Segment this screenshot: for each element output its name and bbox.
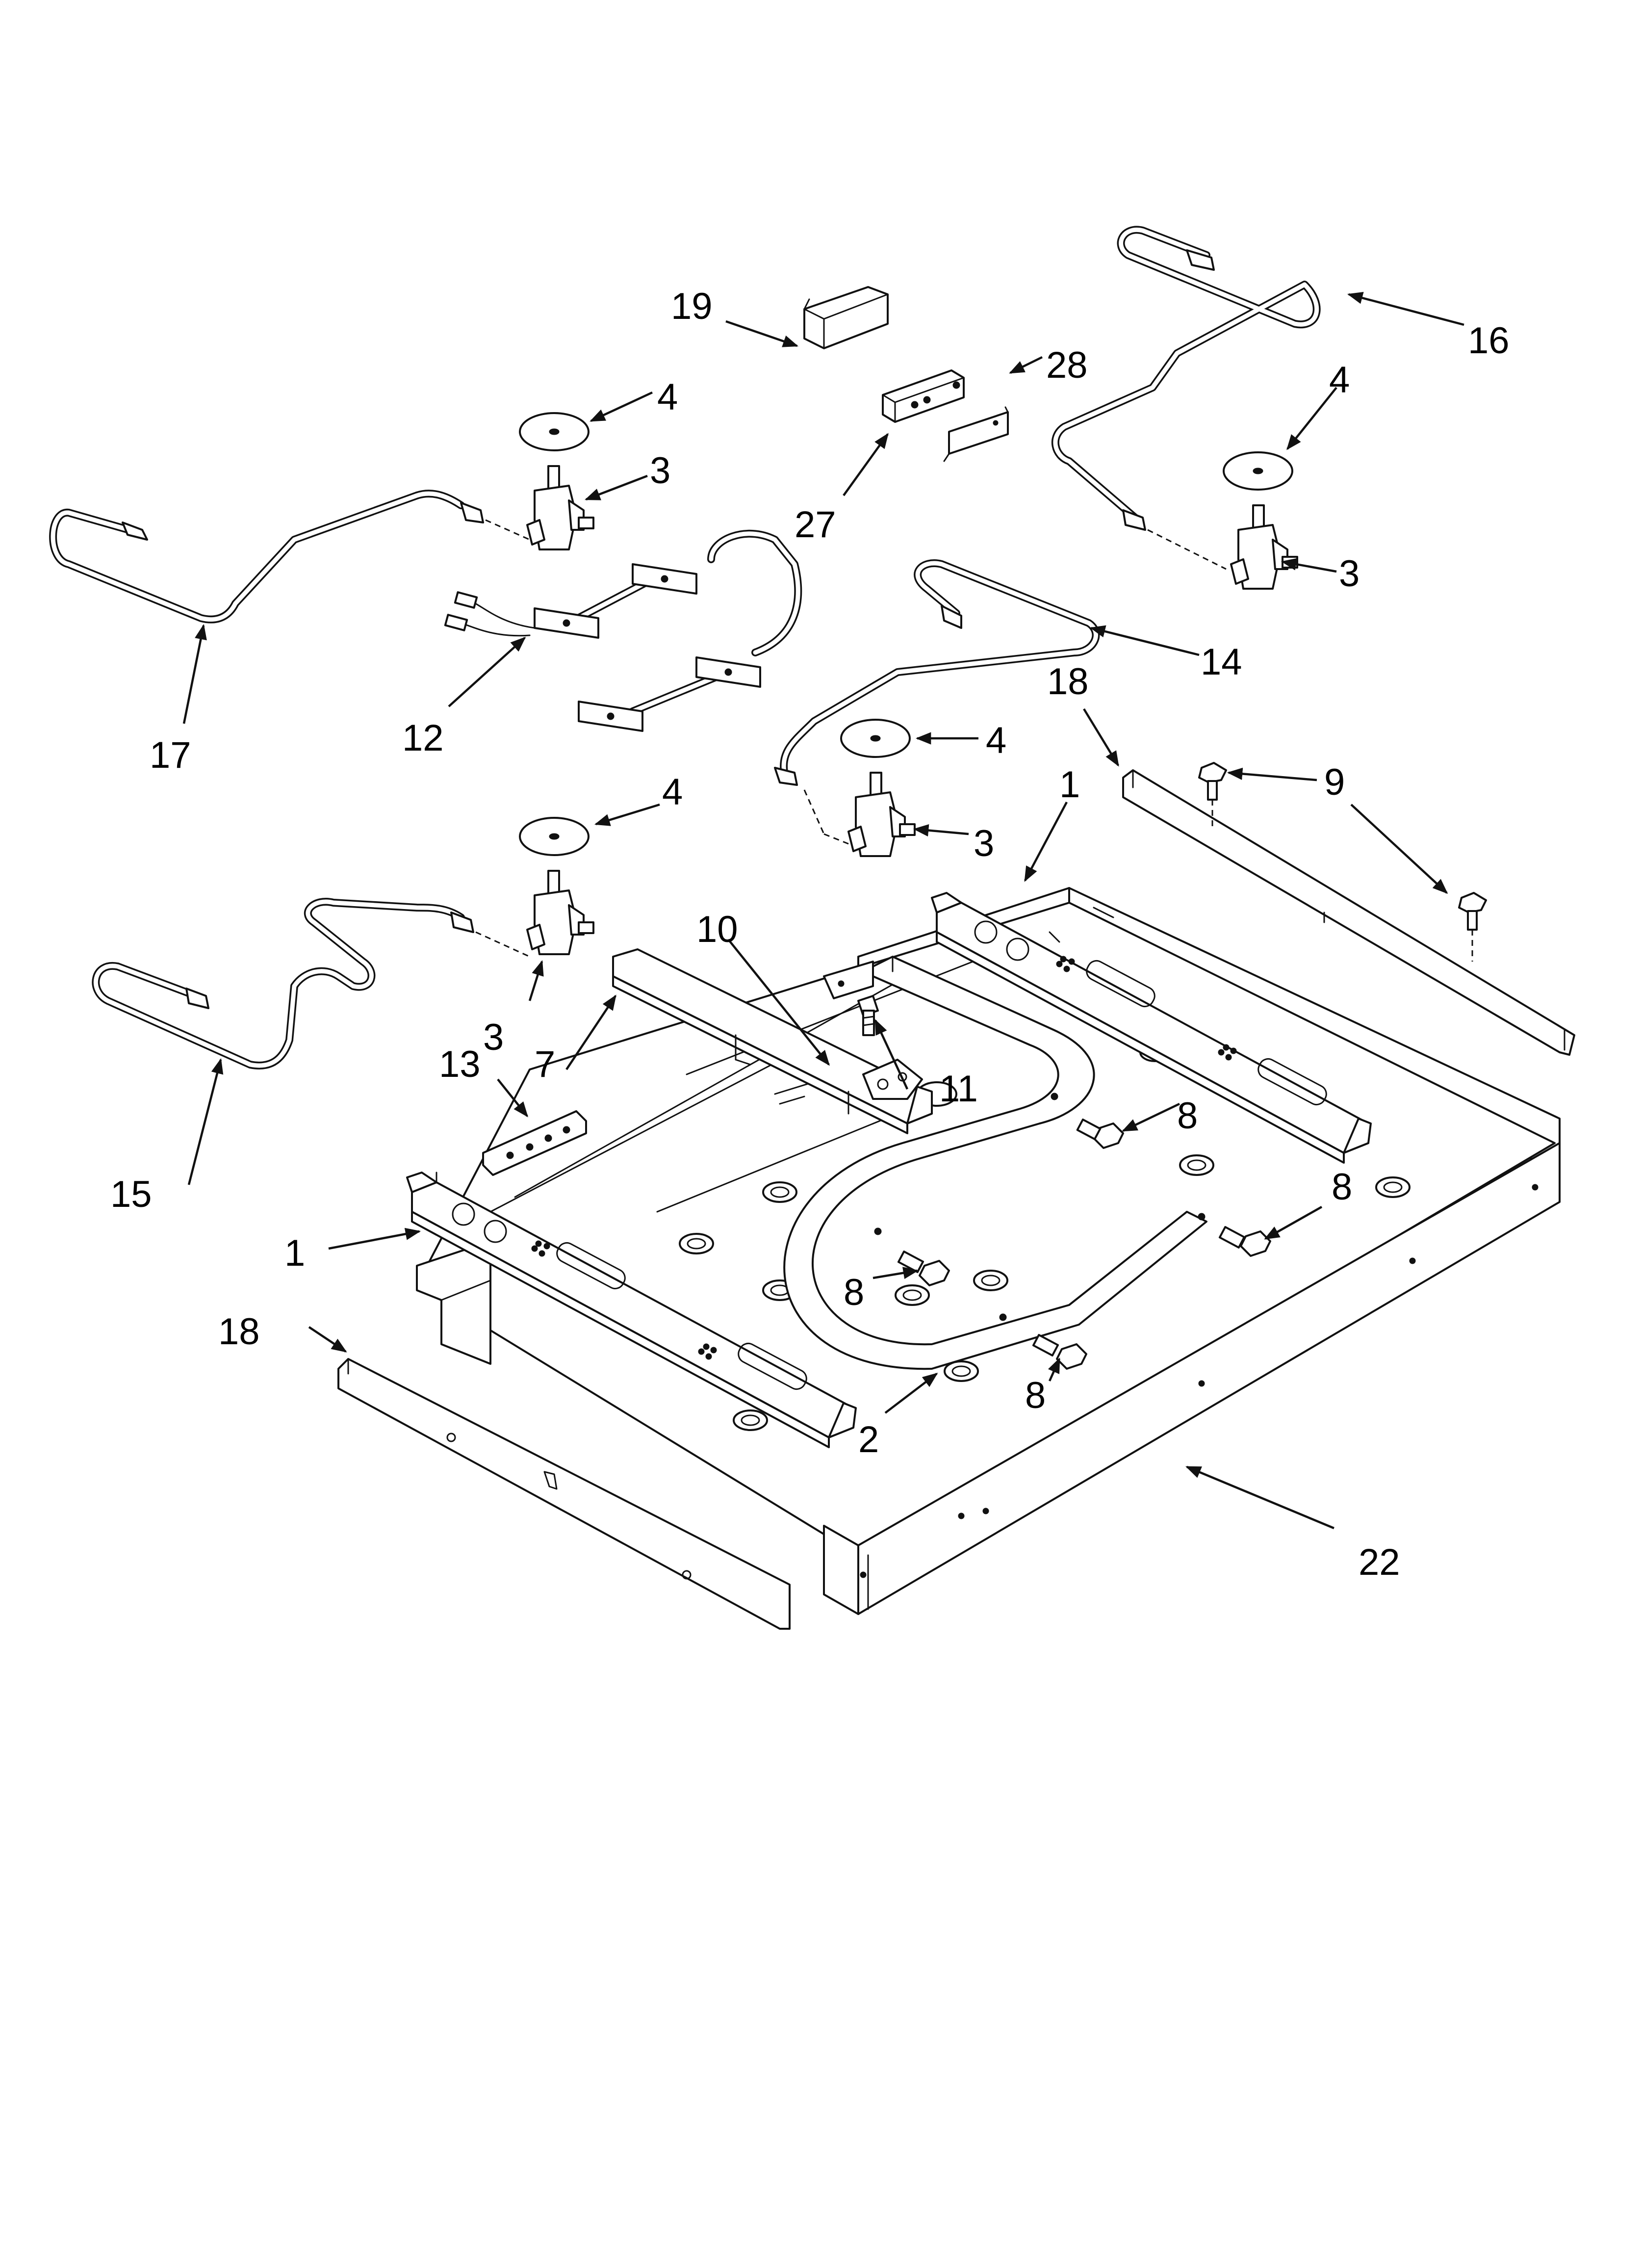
washer-part-4 — [840, 719, 911, 758]
electrode-harness-part-12 — [444, 529, 802, 732]
burner-rail-part-1-back — [931, 892, 1372, 1164]
callout-18: 18 — [1047, 661, 1089, 703]
callout-1: 1 — [1059, 764, 1080, 806]
callout-10: 10 — [696, 909, 738, 950]
callout-labels: 19 16 28 4 3 4 27 3 17 12 14 18 4 1 9 4 … — [110, 286, 1510, 1583]
callout-4: 4 — [986, 720, 1006, 761]
bracket-part-19 — [803, 286, 889, 349]
valve-part-3 — [847, 772, 916, 857]
bolt-part-8 — [1076, 1119, 1124, 1149]
burner-cup — [1179, 1154, 1214, 1176]
callout-4: 4 — [1329, 359, 1350, 401]
callout-2: 2 — [858, 1419, 879, 1460]
u-frame-part-2 — [783, 956, 1207, 1370]
screw-part-9 — [1198, 762, 1227, 829]
gas-tube-part-14 — [774, 559, 1100, 845]
burner-cup — [1375, 1176, 1411, 1198]
callout-3: 3 — [974, 823, 994, 864]
burner-cup — [679, 1233, 714, 1254]
callout-3: 3 — [483, 1017, 504, 1058]
valve-part-3 — [526, 870, 594, 955]
gas-tube-part-17 — [49, 490, 530, 624]
callout-15: 15 — [110, 1173, 152, 1215]
callout-7: 7 — [535, 1043, 555, 1085]
callout-8: 8 — [1025, 1375, 1046, 1416]
burner-box-part-22 — [416, 887, 1561, 1615]
washer-part-4 — [519, 412, 590, 451]
callout-28: 28 — [1046, 344, 1088, 386]
spark-module-part-27 — [882, 369, 965, 423]
callout-16: 16 — [1468, 320, 1510, 362]
washer-part-4 — [519, 817, 590, 856]
support-bar-part-7 — [612, 948, 933, 1134]
screw-part-11 — [857, 995, 879, 1036]
bracket-part-28 — [943, 406, 1009, 462]
burner-cup — [733, 1409, 768, 1431]
callout-3: 3 — [650, 450, 670, 492]
bolt-part-8 — [1218, 1226, 1271, 1257]
trim-strip-part-18-front — [337, 1358, 791, 1630]
burner-cup — [762, 1181, 797, 1203]
callout-3: 3 — [1339, 553, 1360, 595]
gas-tube-part-15 — [92, 898, 530, 1069]
callout-17: 17 — [150, 734, 191, 776]
valve-part-3 — [526, 465, 594, 550]
bracket-strip-part-13 — [482, 1110, 587, 1176]
callout-12: 12 — [402, 717, 444, 759]
callout-27: 27 — [795, 504, 836, 546]
callout-11: 11 — [939, 1068, 978, 1110]
callout-4: 4 — [662, 771, 683, 813]
callout-18: 18 — [218, 1311, 260, 1353]
burner-cup — [944, 1360, 979, 1382]
callout-14: 14 — [1201, 641, 1242, 683]
screw-part-9 — [1458, 892, 1487, 962]
callout-1: 1 — [284, 1232, 305, 1274]
callout-8: 8 — [844, 1272, 864, 1313]
leader-arrows — [182, 292, 1464, 1530]
callout-8: 8 — [1177, 1095, 1198, 1137]
callout-9: 9 — [1324, 761, 1345, 803]
gas-tube-part-16 — [1052, 226, 1321, 570]
callout-22: 22 — [1359, 1541, 1400, 1583]
callout-19: 19 — [671, 286, 713, 327]
burner-rail-part-1-front — [406, 1172, 857, 1448]
callout-13: 13 — [439, 1043, 481, 1085]
burner-cup — [973, 1270, 1008, 1291]
callout-4: 4 — [657, 376, 678, 418]
washer-part-4 — [1223, 451, 1293, 491]
bolt-part-8 — [1032, 1334, 1087, 1370]
trim-strip-part-18-back — [1122, 769, 1575, 1056]
valve-part-3 — [1230, 504, 1298, 590]
burner-cup — [895, 1284, 930, 1306]
callout-8: 8 — [1332, 1166, 1352, 1208]
